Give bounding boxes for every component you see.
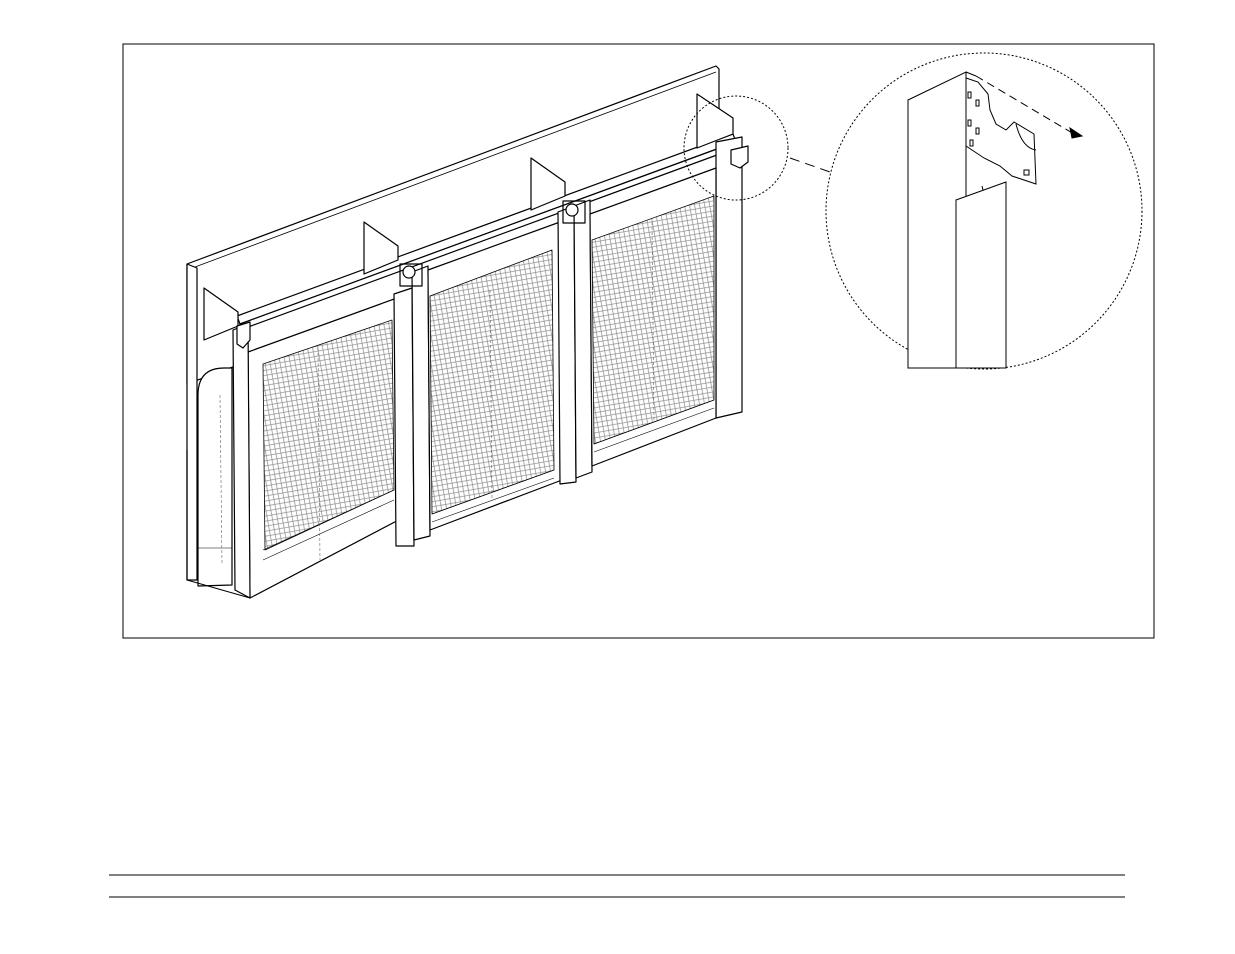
firebox-insert	[198, 368, 232, 586]
wall-left-edge	[187, 264, 197, 580]
right-end-post	[716, 137, 742, 418]
mesh-screen-2	[430, 250, 554, 514]
center-post-2	[558, 200, 592, 484]
detail-panel	[956, 182, 1006, 368]
panel-1-left-post	[233, 324, 250, 598]
center-post-1-hook	[403, 266, 415, 278]
center-post-2-hook	[566, 204, 578, 216]
screen-panel-3	[590, 168, 716, 466]
center-post-1	[394, 264, 430, 546]
screen-panel-2	[428, 222, 562, 530]
detail-view	[826, 53, 1142, 369]
